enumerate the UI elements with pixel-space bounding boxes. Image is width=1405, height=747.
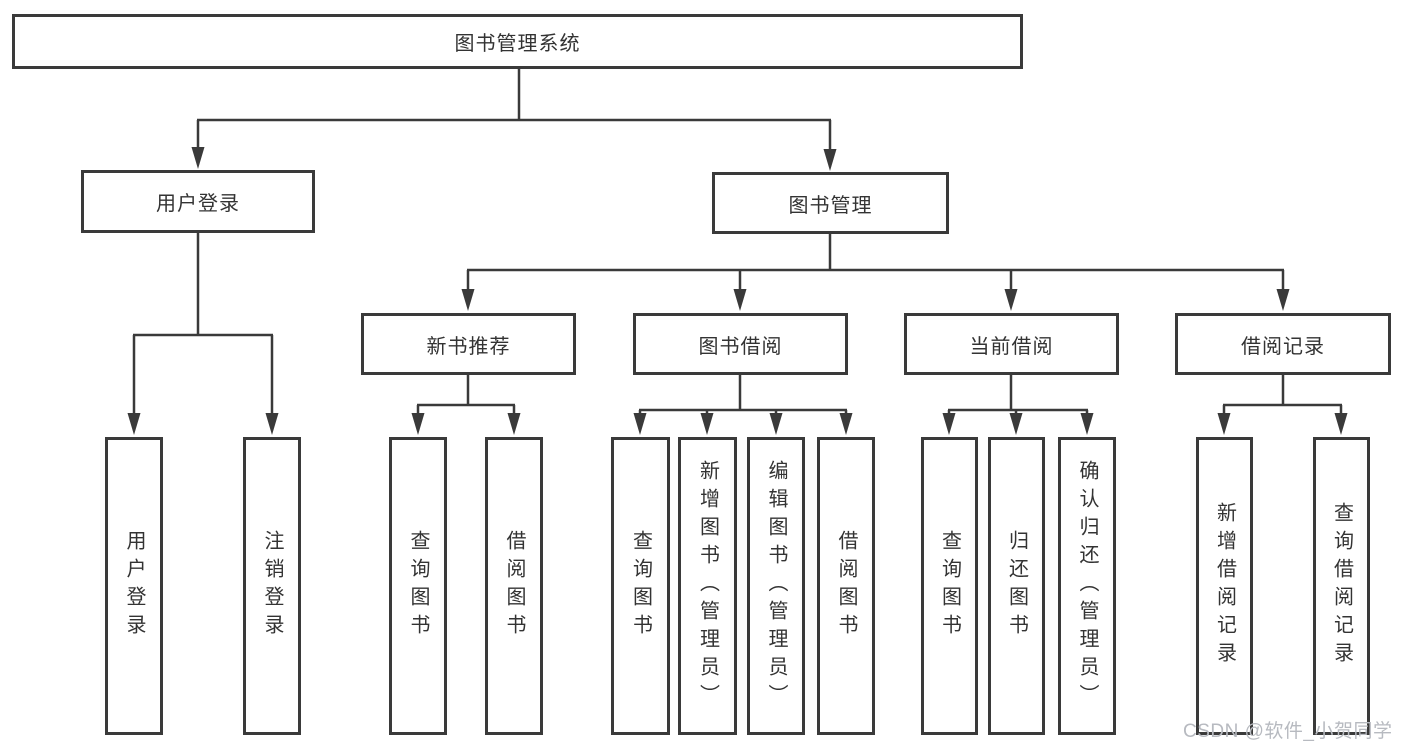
node-book-borrowing: 图书借阅 [633, 313, 848, 375]
node-label: 编辑图书（管理员） [765, 460, 787, 712]
leaf-query-borrow-record: 查询借阅记录 [1313, 437, 1370, 735]
node-label: 归还图书 [1005, 530, 1028, 642]
node-label: 借阅图书 [835, 530, 857, 642]
leaf-query-books-borrowing: 查询图书 [611, 437, 670, 735]
node-label: 当前借阅 [969, 335, 1054, 358]
node-label: 查询图书 [407, 530, 429, 642]
leaf-add-books-admin: 新增图书（管理员） [678, 437, 737, 735]
node-label: 新增图书（管理员） [696, 460, 719, 712]
node-label: 查询图书 [629, 530, 652, 642]
node-label: 注销登录 [261, 530, 283, 642]
node-label: 用户登录 [123, 530, 145, 642]
leaf-return-books: 归还图书 [988, 437, 1045, 735]
node-label: 图书借阅 [698, 335, 783, 358]
leaf-confirm-return-admin: 确认归还（管理员） [1058, 437, 1116, 735]
leaf-query-books-recommendation: 查询图书 [389, 437, 447, 735]
node-label: 用户登录 [156, 193, 240, 215]
leaf-edit-books-admin: 编辑图书（管理员） [747, 437, 805, 735]
leaf-user-login: 用户登录 [105, 437, 163, 735]
node-label: 新增借阅记录 [1213, 502, 1236, 670]
csdn-watermark: CSDN @软件_小贺同学 [1183, 721, 1393, 742]
node-label: 图书管理系统 [454, 33, 581, 55]
node-label: 确认归还（管理员） [1076, 460, 1098, 712]
node-book-management: 图书管理 [712, 172, 949, 234]
node-label: 借阅图书 [503, 530, 525, 642]
leaf-add-borrow-record: 新增借阅记录 [1196, 437, 1253, 735]
node-new-book-recommendation: 新书推荐 [361, 313, 576, 375]
node-label: 借阅记录 [1241, 335, 1325, 358]
node-label: 新书推荐 [426, 335, 511, 358]
leaf-borrow-books: 借阅图书 [817, 437, 875, 735]
node-library-management-system: 图书管理系统 [12, 14, 1023, 69]
node-label: 查询图书 [938, 530, 961, 642]
leaf-logout: 注销登录 [243, 437, 301, 735]
node-label: 图书管理 [788, 194, 873, 217]
leaf-query-books-current: 查询图书 [921, 437, 978, 735]
node-borrowing-records: 借阅记录 [1175, 313, 1391, 375]
leaf-borrow-books-recommendation: 借阅图书 [485, 437, 543, 735]
node-current-borrowing: 当前借阅 [904, 313, 1119, 375]
node-user-login-group: 用户登录 [81, 170, 315, 233]
node-label: 查询借阅记录 [1330, 502, 1353, 670]
